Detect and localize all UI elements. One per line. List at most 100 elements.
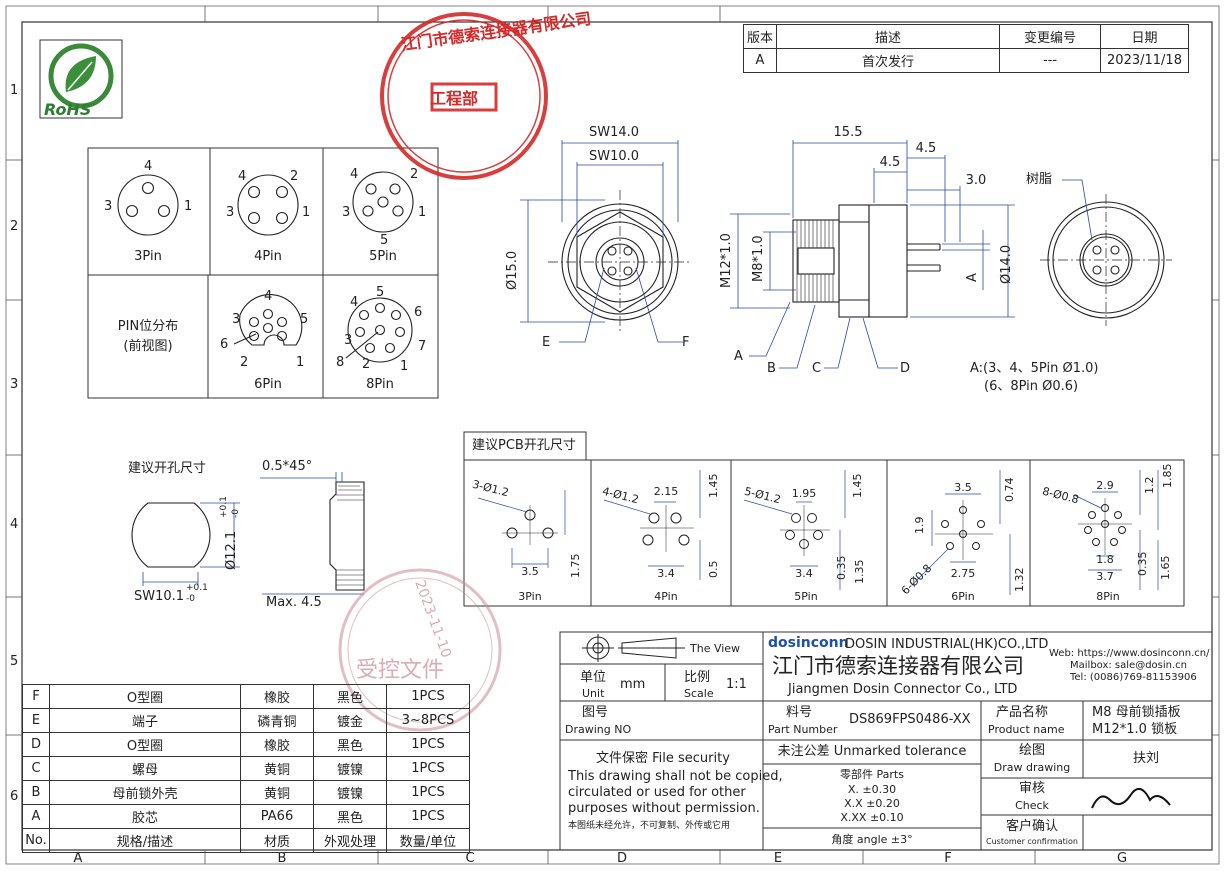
pcb-4-top: 2.15 bbox=[653, 485, 679, 498]
cutout-dia: Ø12.1 bbox=[224, 530, 239, 570]
dim-4-5-a: 4.5 bbox=[879, 155, 901, 170]
bom-cell: 镀镍 bbox=[313, 780, 387, 805]
pcb-8-h2: 1.85 bbox=[1161, 463, 1174, 489]
dim-sw14: SW14.0 bbox=[588, 125, 640, 140]
pcb-5-w: 3.4 bbox=[795, 567, 813, 580]
bom-cell: O型圈 bbox=[49, 732, 241, 757]
zone-row: 2 bbox=[10, 219, 19, 234]
bom-cell: 黑色 bbox=[313, 684, 387, 709]
rev-header: 描述 bbox=[776, 24, 1000, 49]
product-line1: M8 母前锁插板 bbox=[1092, 705, 1181, 720]
bom-cell: PA66 bbox=[240, 804, 314, 829]
drawer-name: 扶刘 bbox=[1132, 751, 1160, 766]
rev-cell: A bbox=[743, 48, 777, 73]
dim-4-5-b: 4.5 bbox=[915, 141, 937, 156]
unit-value: mm bbox=[620, 677, 646, 692]
pin-4-label: 4Pin bbox=[254, 249, 282, 264]
unit-label: 单位 bbox=[580, 670, 607, 685]
product-line2: M12*1.0 锁板 bbox=[1092, 722, 1178, 737]
cutout-chamfer: 0.5*45° bbox=[262, 459, 313, 474]
pcb-3-h: 1.75 bbox=[569, 553, 582, 579]
product-name-cn: 产品名称 bbox=[996, 705, 1049, 720]
cutout-dia-tol-up: +0.1 bbox=[219, 496, 229, 518]
pcb-6-label: 6Pin bbox=[951, 590, 975, 603]
brand-logo: dosinconn bbox=[768, 635, 849, 651]
pcb-6-w: 2.75 bbox=[950, 567, 976, 580]
zone-col: B bbox=[277, 851, 287, 866]
bom-cell: 3~8PCS bbox=[386, 708, 470, 733]
rohs-label: RoHS bbox=[44, 100, 92, 119]
signature-icon bbox=[1091, 788, 1171, 809]
revision-table: 版本 描述 变更编号 日期 A 首次发行 --- 2023/11/18 bbox=[743, 24, 1189, 73]
zone-col: F bbox=[944, 851, 952, 866]
zone-col: E bbox=[773, 851, 783, 866]
bom-cell: 1PCS bbox=[386, 780, 470, 805]
tolerance-angle: 角度 angle ±3° bbox=[831, 833, 913, 846]
zone-row: 3 bbox=[10, 377, 19, 392]
product-name-en: Product name bbox=[988, 723, 1065, 736]
pcb-4-h1: 1.45 bbox=[707, 473, 720, 499]
zone-row: 1 bbox=[10, 83, 19, 98]
pin-number: 1 bbox=[302, 205, 311, 220]
bom-header: 外观处理 bbox=[313, 828, 387, 853]
check-cn: 审核 bbox=[1018, 781, 1046, 796]
pin-number: 3 bbox=[344, 333, 353, 348]
pin-number: 1 bbox=[418, 205, 427, 220]
security-line3: purposes without permission. bbox=[568, 801, 760, 816]
callout-a: A bbox=[734, 349, 743, 364]
bom-cell: 黄铜 bbox=[240, 780, 314, 805]
zone-row: 5 bbox=[10, 654, 19, 669]
pcb-8-top: 2.9 bbox=[1096, 479, 1114, 492]
zone-col: G bbox=[1116, 851, 1128, 866]
rev-header: 变更编号 bbox=[999, 24, 1101, 49]
bom-cell: D bbox=[22, 732, 50, 757]
pin-layout-title: PIN位分布 bbox=[117, 319, 179, 334]
pin-number: 2 bbox=[240, 355, 249, 370]
pin-number: 4 bbox=[264, 289, 273, 304]
bom-cell: A bbox=[22, 804, 50, 829]
pcb-8-label: 8Pin bbox=[1096, 590, 1120, 603]
callout-c: C bbox=[812, 361, 822, 376]
bom-header: No. bbox=[22, 828, 50, 853]
pin-number: 7 bbox=[418, 339, 427, 354]
bom-cell: 黄铜 bbox=[240, 756, 314, 781]
pcb-5-label: 5Pin bbox=[794, 590, 818, 603]
pcb-3-label: 3Pin bbox=[518, 590, 542, 603]
dim-sw10: SW10.0 bbox=[588, 149, 640, 164]
bom-cell: F bbox=[22, 684, 50, 709]
pin-6-label: 6Pin bbox=[254, 377, 282, 392]
bom-cell: 1PCS bbox=[386, 684, 470, 709]
outer-frame bbox=[5, 5, 1220, 865]
callout-b: B bbox=[767, 361, 776, 376]
dim-m8: M8*1.0 bbox=[751, 235, 766, 282]
pin-number: 4 bbox=[350, 167, 359, 182]
pin-number: 8 bbox=[336, 355, 345, 370]
company-seal-icon bbox=[380, 12, 548, 180]
pcb-6-v: 1.9 bbox=[913, 516, 926, 535]
pcb-5-h2: 0.35 bbox=[835, 555, 848, 581]
part-number: DS869FPS0486-XX bbox=[849, 712, 971, 727]
pin-number: 4 bbox=[144, 159, 153, 174]
security-cn: 本图纸未经允许，不可复制、外传或它用 bbox=[568, 821, 731, 831]
cutout-sw-tol-dn: -0 bbox=[186, 594, 195, 604]
bom-cell: 1PCS bbox=[386, 732, 470, 757]
pcb-6-h1: 0.74 bbox=[1003, 477, 1016, 503]
control-seal-text: 受控文件 bbox=[356, 658, 445, 683]
cutout-sw: SW10.1 bbox=[134, 589, 185, 604]
dim-15-5: 15.5 bbox=[833, 125, 863, 140]
bom-header: 数量/单位 bbox=[386, 828, 470, 853]
pcb-8-h4: 1.65 bbox=[1159, 555, 1172, 581]
pin-number: 3 bbox=[226, 205, 235, 220]
projection-symbol-icon bbox=[582, 634, 685, 662]
pin-number: 6 bbox=[414, 305, 423, 320]
bom-cell: 镀金 bbox=[313, 708, 387, 733]
pin-number: 2 bbox=[362, 357, 371, 372]
security-line2: circulated or used for other bbox=[568, 785, 746, 800]
cutout-sw-tol-up: +0.1 bbox=[186, 583, 208, 593]
dim-dia14: Ø14.0 bbox=[999, 244, 1014, 284]
security-line1: This drawing shall not be copied, bbox=[568, 769, 783, 784]
pin-number: 4 bbox=[238, 169, 247, 184]
bom-cell: 端子 bbox=[49, 708, 241, 733]
rev-header: 日期 bbox=[1100, 24, 1189, 49]
